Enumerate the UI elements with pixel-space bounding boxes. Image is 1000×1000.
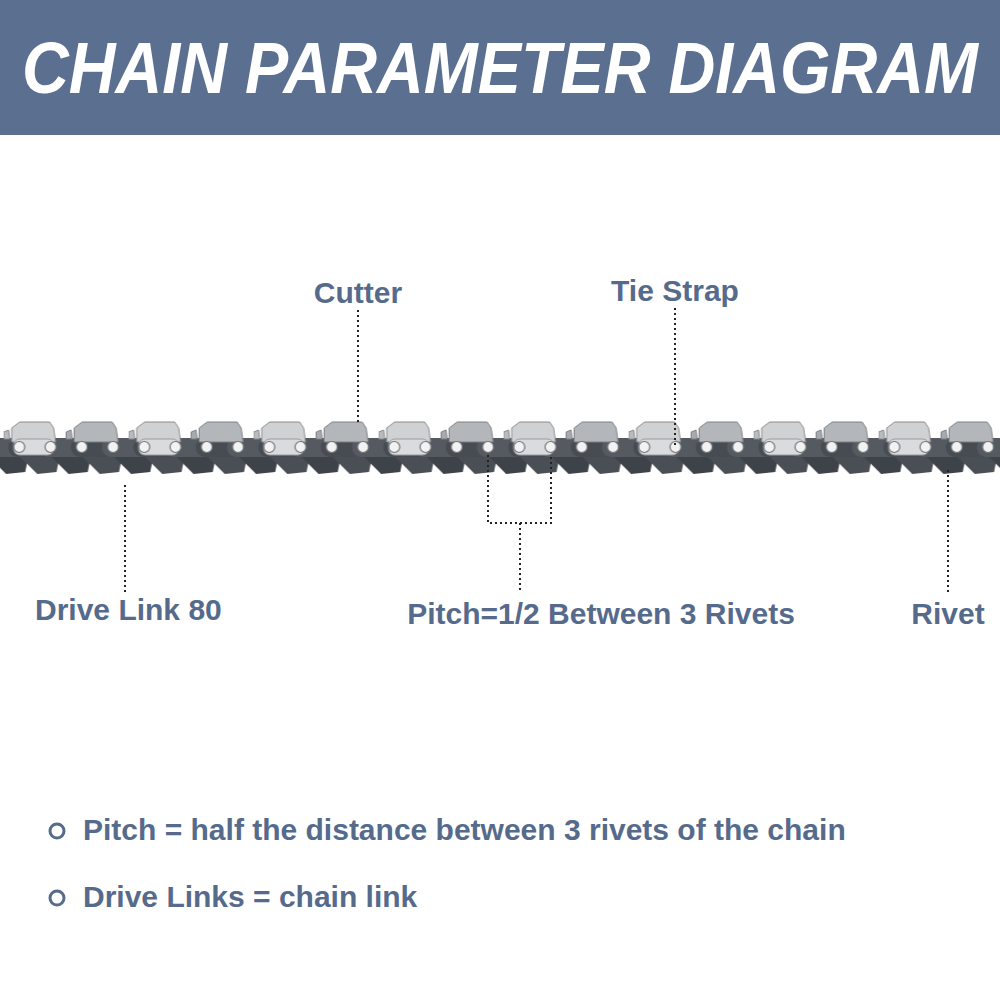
title-banner (0, 0, 1000, 135)
dimension-label: Pitch=1/2 Between 3 Rivets (407, 599, 795, 629)
diagram-title: CHAIN PARAMETER DIAGRAM (22, 32, 978, 104)
bullet-circle (50, 824, 64, 838)
leader-line (947, 470, 949, 595)
leader-line (357, 310, 359, 425)
note-text: Pitch = half the distance between 3 rive… (83, 815, 846, 845)
leader-line (519, 523, 521, 592)
pitch-bracket (488, 455, 551, 523)
leader-line (124, 485, 126, 595)
note-text: Drive Links = chain link (83, 882, 417, 912)
leader-line (674, 308, 676, 445)
leader-lines (125, 308, 948, 595)
part-label: Cutter (314, 278, 402, 308)
part-label: Rivet (911, 599, 984, 629)
bullet-circle (50, 891, 64, 905)
saw-chain (0, 405, 1000, 490)
part-label: Tie Strap (611, 276, 739, 306)
part-label: Drive Link 80 (35, 595, 222, 625)
bullets (50, 824, 64, 905)
